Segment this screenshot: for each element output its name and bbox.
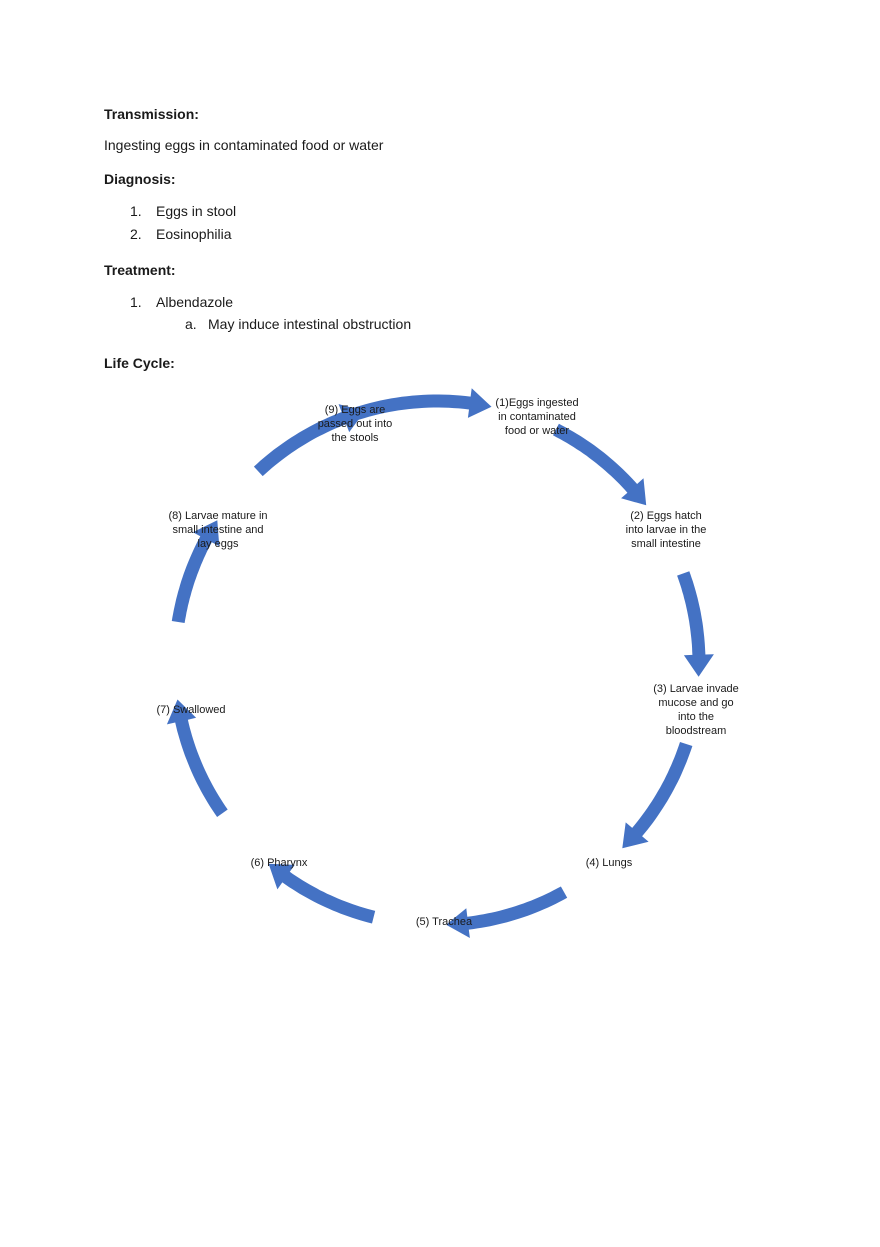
diagnosis-item-1-number: 1. bbox=[130, 203, 142, 219]
cycle-arrow-4 bbox=[622, 742, 693, 849]
step-1-label: (1)Eggs ingested in contaminated food or… bbox=[495, 397, 579, 437]
cycle-arrow-2 bbox=[553, 423, 647, 506]
step-7-label: (7) Swallowed bbox=[156, 704, 226, 716]
cycle-arrow-9 bbox=[253, 404, 365, 477]
step-6-label: (6) Pharynx bbox=[250, 857, 308, 869]
treatment-subitem-a-letter: a. bbox=[185, 316, 197, 332]
transmission-text: Ingesting eggs in contaminated food or w… bbox=[104, 137, 384, 153]
step-8-label: (8) Larvae mature in small intestine and… bbox=[168, 510, 268, 550]
step-4-label: (4) Lungs bbox=[585, 857, 633, 869]
cycle-arrow-7 bbox=[166, 699, 228, 817]
diagnosis-item-2-number: 2. bbox=[130, 226, 142, 242]
life-cycle-heading: Life Cycle: bbox=[104, 355, 175, 371]
cycle-arrow-1 bbox=[345, 388, 492, 423]
step-9-label: (9) Eggs are passed out into the stools bbox=[317, 404, 393, 444]
diagnosis-item-1-text: Eggs in stool bbox=[156, 203, 237, 219]
diagnosis-item-2-text: Eosinophilia bbox=[156, 226, 232, 242]
cycle-arrow-5 bbox=[446, 886, 568, 938]
step-3-label: (3) Larvae invade mucose and go into the… bbox=[653, 683, 739, 737]
treatment-item-1-number: 1. bbox=[130, 294, 142, 310]
cycle-arrow-8 bbox=[171, 520, 220, 623]
cycle-arrow-3 bbox=[677, 571, 714, 677]
treatment-item-1-text: Albendazole bbox=[156, 294, 234, 310]
treatment-heading: Treatment: bbox=[104, 262, 176, 278]
step-5-label: (5) Trachea bbox=[415, 916, 473, 928]
cycle-arrow-6 bbox=[268, 863, 376, 924]
transmission-heading: Transmission: bbox=[104, 106, 199, 122]
treatment-subitem-a-text: May induce intestinal obstruction bbox=[208, 316, 412, 332]
diagnosis-heading: Diagnosis: bbox=[104, 171, 176, 187]
step-2-label: (2) Eggs hatch into larvae in the small … bbox=[625, 510, 707, 550]
